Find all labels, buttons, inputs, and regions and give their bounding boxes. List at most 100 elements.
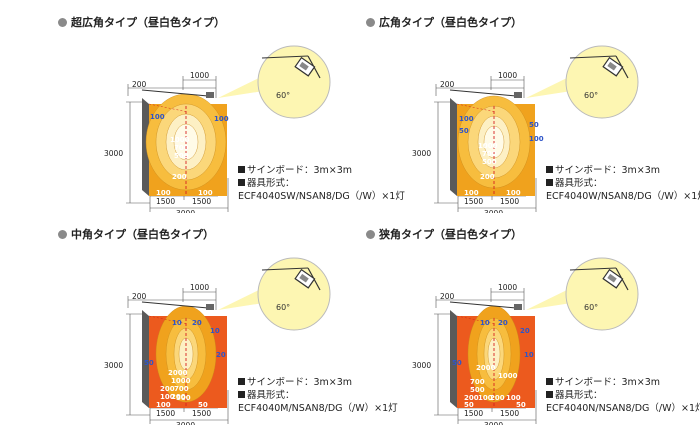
isolux-value-label: 500 [176, 394, 191, 402]
square-bullet-icon [238, 391, 245, 398]
isolux-value-label: 500 [482, 158, 497, 166]
isolux-value-label: 100 [529, 135, 544, 143]
isolux-value-label: 200 [490, 394, 505, 402]
isolux-value-label: 700 [470, 378, 485, 386]
isolux-value-label: 700 [174, 385, 189, 393]
fixture-arm [141, 89, 214, 98]
dim-overhang-label: 200 [440, 80, 455, 89]
spec-board-line: サインボード：3m×3m [238, 164, 405, 177]
isolux-value-label: 20 [216, 351, 226, 359]
isolux-value-label: 10 [524, 351, 534, 359]
isolux-value-label: 20 [498, 319, 508, 327]
isolux-value-label: 500 [174, 152, 189, 160]
dim-height-label: 3000 [412, 149, 431, 158]
isolux-value-label: 100 [160, 393, 175, 401]
spec-type-label: 器具形式： [555, 390, 603, 401]
isolux-value-label: 100 [506, 189, 521, 197]
isolux-value-label: 50 [459, 127, 469, 135]
illuminance-diagram: 60° 20010003000150015003000 100100100070… [104, 45, 331, 213]
fixture-callout: 60° [218, 45, 331, 119]
isolux-value-label: 100 [506, 394, 521, 402]
dim-half-left-label: 1500 [464, 197, 483, 206]
isolux-value-label: 700 [174, 144, 189, 152]
dim-overhang-label: 200 [440, 292, 455, 301]
isolux-value-label: 100 [156, 189, 171, 197]
isolux-value-label: 100 [214, 115, 229, 123]
spec-type-label: 器具形式： [555, 178, 603, 189]
sign-board [142, 93, 227, 196]
spec-type-line: 器具形式： [238, 177, 405, 190]
bullet-icon [58, 230, 67, 239]
isolux-value-label: 500 [470, 386, 485, 394]
spec-block: サインボード：3m×3m 器具形式： ECF4040SW/NSAN8/DG（/W… [238, 164, 405, 203]
spec-type-line: 器具形式： [546, 389, 700, 402]
spec-type-label: 器具形式： [247, 178, 295, 189]
isolux-value-label: 700 [482, 150, 497, 158]
panel-title: 超広角タイプ（昼白色タイプ） [58, 14, 225, 30]
dim-projection-label: 1000 [498, 71, 517, 80]
illuminance-diagram: 60° 20010003000150015003000 102010205020… [104, 257, 331, 425]
dim-width-label: 3000 [484, 209, 503, 213]
isolux-value-label: 200 [172, 173, 187, 181]
fixture-callout: 60° [526, 45, 639, 119]
isolux-value-label: 1000 [171, 377, 191, 385]
spec-board-line: サインボード：3m×3m [546, 376, 700, 389]
spec-model: ECF4040SW/NSAN8/DG（/W）×1灯 [238, 191, 405, 202]
spec-board: サインボード：3m×3m [247, 165, 353, 176]
dim-projection-label: 1000 [190, 71, 209, 80]
svg-text:60°: 60° [276, 91, 290, 100]
svg-text:60°: 60° [584, 91, 598, 100]
isolux-value-label: 10 [210, 327, 220, 335]
isolux-value-label: 100 [198, 189, 213, 197]
dim-half-left-label: 1500 [464, 409, 483, 418]
panel-title-text: 超広角タイプ（昼白色タイプ） [71, 16, 225, 29]
photometric-panel-3: 中角タイプ（昼白色タイプ） [58, 226, 398, 431]
spec-model: ECF4040M/NSAN8/DG（/W）×1灯 [238, 403, 398, 414]
isolux-value-label: 50 [144, 359, 154, 367]
isolux-value-label: 20 [192, 319, 202, 327]
isolux-value-label: 20 [520, 327, 530, 335]
square-bullet-icon [546, 378, 553, 385]
isolux-value-label: 200 [464, 394, 479, 402]
dim-overhang-label: 200 [132, 80, 147, 89]
square-bullet-icon [546, 166, 553, 173]
isolux-value-label: 2000 [476, 364, 496, 372]
spec-board: サインボード：3m×3m [247, 377, 353, 388]
fixture-arm [449, 89, 522, 98]
spec-model: ECF4040W/NSAN8/DG（/W）×1灯 [546, 191, 700, 202]
isolux-value-label: 200 [160, 385, 175, 393]
dim-half-right-label: 1500 [192, 197, 211, 206]
sign-board [450, 95, 535, 196]
dim-projection-label: 1000 [498, 283, 517, 292]
spec-model-line: ECF4040W/NSAN8/DG（/W）×1灯 [546, 190, 700, 203]
dim-half-left-label: 1500 [156, 409, 175, 418]
square-bullet-icon [238, 378, 245, 385]
spec-block: サインボード：3m×3m 器具形式： ECF4040W/NSAN8/DG（/W）… [546, 164, 700, 203]
dim-height-label: 3000 [104, 361, 123, 370]
isolux-value-label: 100 [150, 113, 165, 121]
sign-board [142, 305, 227, 408]
spec-block: サインボード：3m×3m 器具形式： ECF4040M/NSAN8/DG（/W）… [238, 376, 398, 415]
spec-type-label: 器具形式： [247, 390, 295, 401]
isolux-value-label: 1000 [478, 142, 498, 150]
photometric-panel-4: 狭角タイプ（昼白色タイプ） [366, 226, 700, 431]
isolux-value-label: 1000 [170, 136, 190, 144]
dim-height-label: 3000 [412, 361, 431, 370]
svg-text:60°: 60° [276, 303, 290, 312]
isolux-value-label: 2000 [168, 369, 188, 377]
dim-overhang-label: 200 [132, 292, 147, 301]
isolux-value-label: 100 [464, 189, 479, 197]
isolux-value-label: 100 [478, 394, 493, 402]
isolux-value-label: 50 [516, 401, 526, 409]
fixture-arm [141, 301, 214, 310]
illuminance-diagram: 60° 20010003000150015003000 100505010010… [412, 45, 639, 213]
spec-board-line: サインボード：3m×3m [546, 164, 700, 177]
panel-title: 中角タイプ（昼白色タイプ） [58, 226, 214, 242]
square-bullet-icon [546, 391, 553, 398]
panel-title-text: 狭角タイプ（昼白色タイプ） [379, 228, 522, 241]
bullet-icon [366, 18, 375, 27]
spec-board: サインボード：3m×3m [555, 165, 661, 176]
bullet-icon [58, 18, 67, 27]
svg-text:60°: 60° [584, 303, 598, 312]
spec-model-line: ECF4040SW/NSAN8/DG（/W）×1灯 [238, 190, 405, 203]
